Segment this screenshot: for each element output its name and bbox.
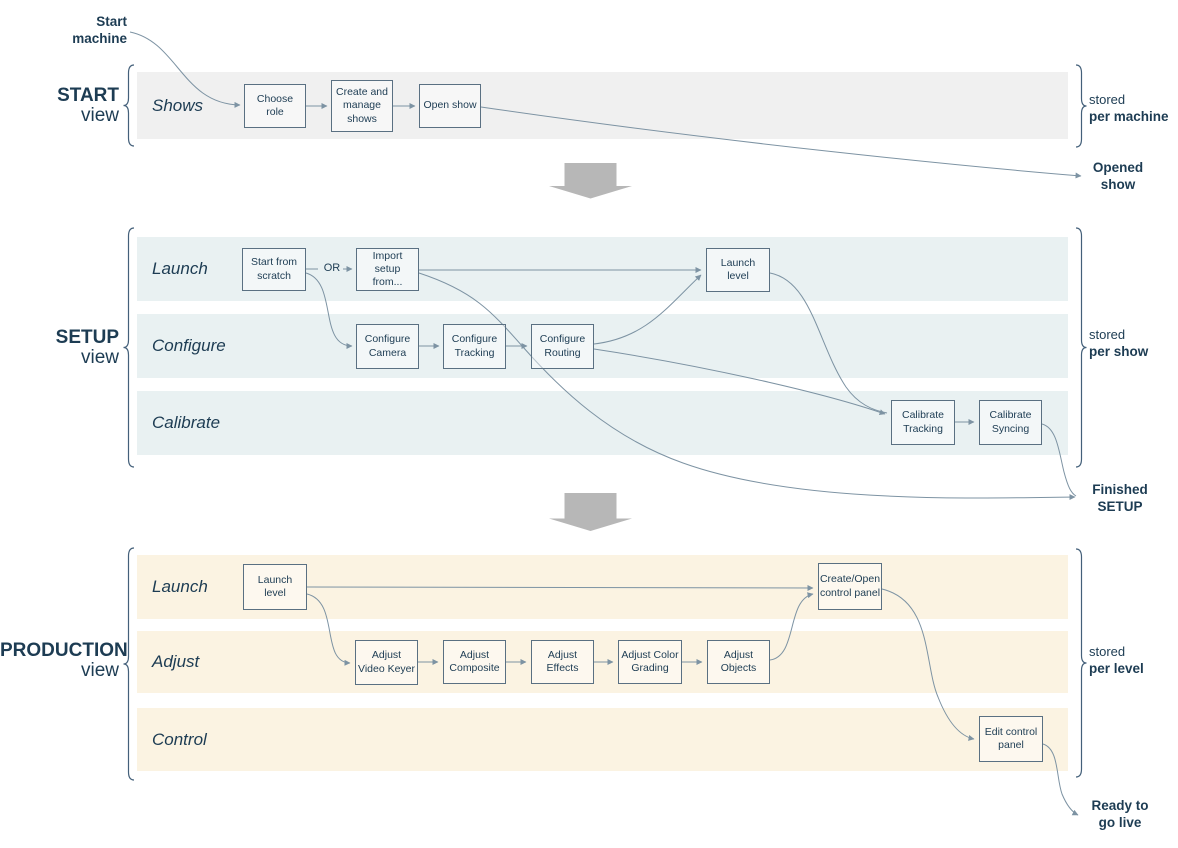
node-edit-control-panel: Edit control panel — [979, 716, 1043, 762]
node-calibrate-tracking: Calibrate Tracking — [891, 400, 955, 445]
brace-left-start — [123, 64, 135, 147]
node-launch-level-setup: Launch level — [706, 248, 770, 292]
stored-per-show: stored per show — [1089, 327, 1149, 359]
connector-start-scratch-to-configure-camera — [305, 272, 353, 349]
connector-edit-panel-to-ready — [1042, 743, 1079, 816]
node-adjust-objects: Adjust Objects — [707, 640, 770, 684]
node-start-from-scratch: Start from scratch — [242, 248, 306, 291]
stored-per-level: stored per level — [1089, 644, 1144, 676]
node-launch-level-production: Launch level — [243, 564, 307, 610]
connector-calibrate-syncing-to-finished-setup — [1041, 423, 1077, 497]
view-title-start-text: START — [57, 85, 119, 106]
node-create-open-control-panel: Create/Open control panel — [818, 563, 882, 610]
node-import-setup: Import setup from... — [356, 248, 419, 291]
lane-label-prod-launch: Launch — [152, 577, 208, 596]
view-subtitle-setup: view — [80, 347, 119, 368]
brace-left-production — [123, 547, 135, 781]
node-adjust-composite: Adjust Composite — [443, 640, 506, 684]
lane-production-control: Control — [137, 708, 1068, 771]
section-arrow-start-to-setup — [549, 163, 632, 199]
node-adjust-color-grading: Adjust Color Grading — [618, 640, 682, 684]
terminal-finished-setup: Finished SETUP — [1092, 482, 1148, 514]
view-title-production: PRODUCTION view — [0, 640, 128, 681]
lane-label-configure: Configure — [152, 336, 226, 355]
brace-left-setup — [123, 227, 135, 468]
brace-right-start — [1075, 64, 1087, 148]
view-title-setup: SETUP view — [0, 328, 119, 368]
lane-label-control: Control — [152, 729, 207, 749]
view-title-setup-text: SETUP — [55, 327, 119, 348]
lane-label-calibrate: Calibrate — [152, 413, 221, 432]
view-subtitle-start: view — [80, 105, 119, 126]
or-label: OR — [323, 262, 341, 274]
connector-import-setup-to-finished-setup — [418, 272, 1076, 501]
connector-launch-level-to-calibrate-tracking — [769, 272, 888, 414]
lane-production-launch: Launch — [137, 555, 1068, 619]
node-create-manage-shows: Create and manage shows — [331, 80, 393, 132]
lane-setup-configure: Configure — [137, 314, 1068, 378]
connector-launch-level2-to-adjust-keyer — [306, 593, 351, 666]
terminal-opened-show: Opened show — [1092, 160, 1144, 192]
terminal-ready-to-go-live: Ready to go live — [1091, 798, 1149, 830]
lane-label-adjust: Adjust — [152, 652, 200, 671]
lane-label-setup-launch: Launch — [152, 259, 208, 278]
connector-launch-level2-to-create-open — [306, 584, 814, 591]
node-adjust-effects: Adjust Effects — [531, 640, 594, 684]
node-configure-camera: Configure Camera — [356, 324, 419, 369]
node-calibrate-syncing: Calibrate Syncing — [979, 400, 1042, 445]
brace-right-setup — [1075, 227, 1087, 468]
stored-per-machine: stored per machine — [1089, 92, 1169, 124]
connector-start-machine-to-choose-role — [129, 31, 241, 108]
connector-routing-to-calibrate-tracking — [593, 348, 886, 416]
view-title-start: START view — [0, 86, 119, 126]
node-configure-tracking: Configure Tracking — [443, 324, 506, 369]
brace-right-production — [1075, 548, 1087, 778]
connector-open-show-to-opened-show — [480, 106, 1082, 179]
connector-create-open-to-edit-panel — [881, 588, 975, 741]
connector-routing-to-launch-level — [593, 274, 702, 345]
node-configure-routing: Configure Routing — [531, 324, 594, 369]
node-choose-role: Choose role — [244, 84, 306, 128]
node-adjust-video-keyer: Adjust Video Keyer — [355, 640, 418, 685]
view-title-production-text: PRODUCTION — [0, 640, 128, 661]
section-arrow-setup-to-production — [549, 493, 632, 531]
connector-objects-to-create-open — [769, 592, 814, 661]
terminal-start-machine: Start machine — [72, 14, 127, 46]
view-subtitle-production: view — [80, 660, 119, 681]
node-open-show: Open show — [419, 84, 481, 128]
lane-label-shows: Shows — [152, 95, 204, 115]
